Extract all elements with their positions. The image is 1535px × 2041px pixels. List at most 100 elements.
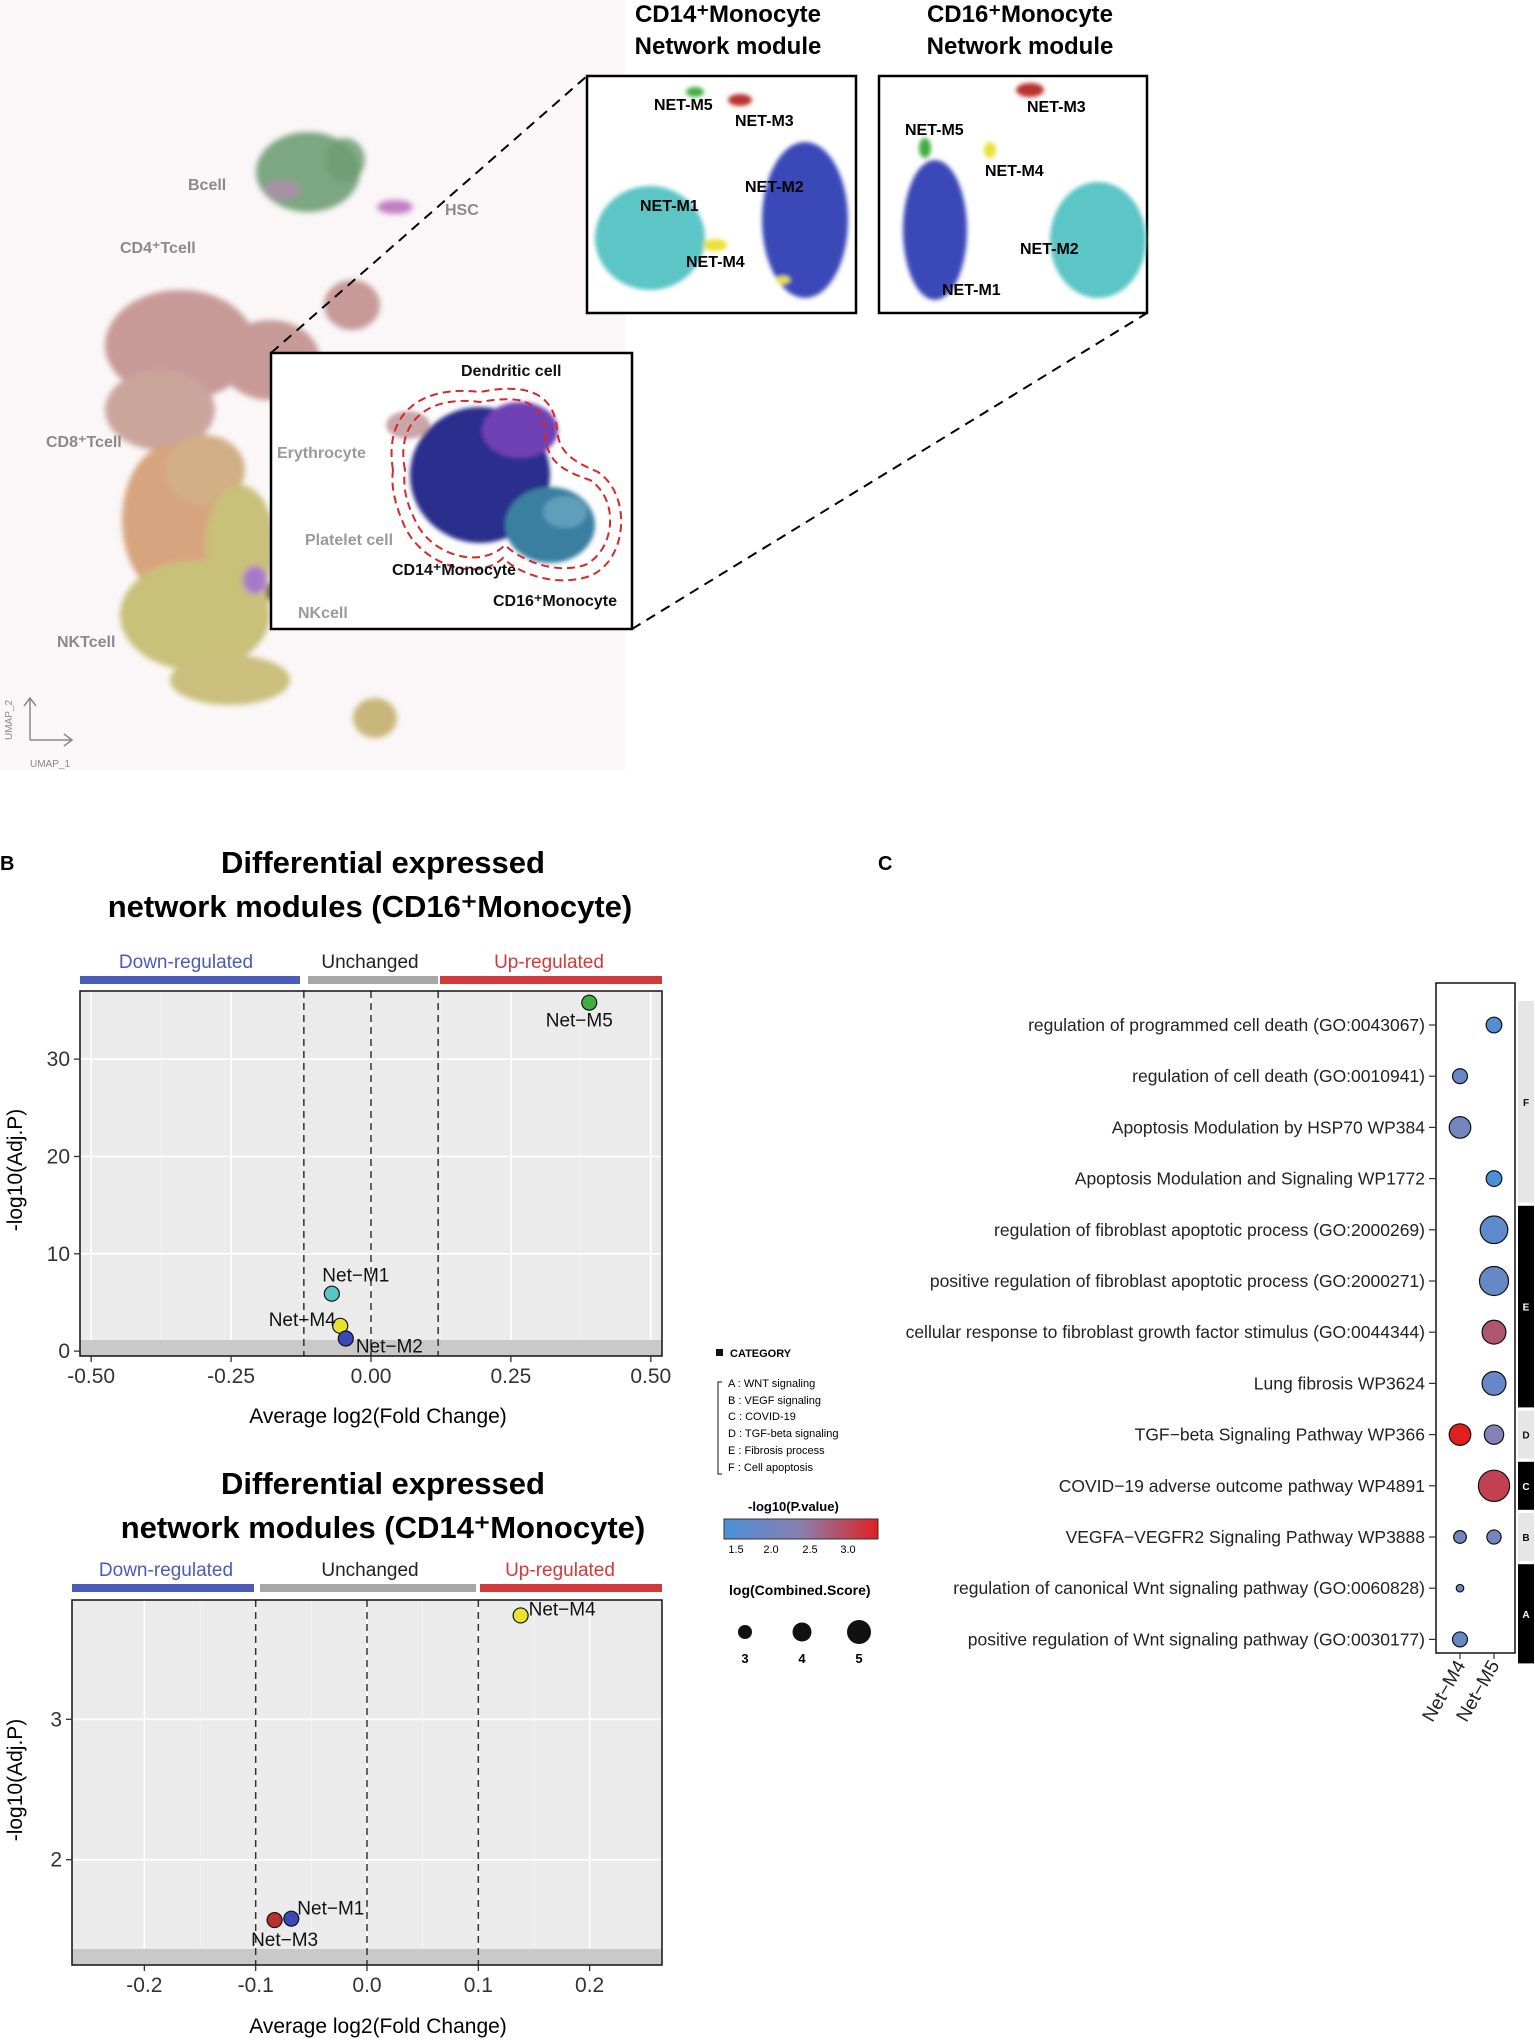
umap-axis-x-arrow [30,733,74,747]
cluster-cd16-core [543,496,587,528]
dotplot-term-3: Apoptosis Modulation and Signaling WP177… [1075,1169,1425,1189]
cd14-point-label-net-m4: Net−M4 [529,1599,596,1620]
cd16-point-net-m2 [337,1330,354,1347]
category-bar-a [1518,1564,1534,1664]
category-bar-d [1518,1410,1534,1459]
outline-inner [402,398,612,570]
label-nkt: NKTcell [57,634,115,651]
volcano-cd14-title-line1: Differential expressed [221,1466,545,1501]
volcano-cd16-ylabel: -log10(Adj.P) [4,1109,27,1232]
cd16-legend-up-bar [440,976,662,984]
cd16-net-m2-cluster [1050,182,1146,298]
cd14-point-label-net-m3: Net−M3 [251,1930,318,1951]
cd14-legend-down-bar [72,1584,254,1592]
cd14-net-m4-b [776,276,790,284]
color-tick-2-0: 2.0 [763,1544,778,1556]
volcano-cd14: Differential expressed network modules (… [4,1466,663,2038]
cluster-cd16-mono [505,487,595,563]
cd16-xtick-label-3: 0.25 [490,1365,531,1388]
dotplot-dot-3-net-m5 [1485,1170,1503,1188]
color-legend-title: -log10(P.value) [748,1499,839,1514]
dotplot-term-7: Lung fibrosis WP3624 [1254,1373,1425,1393]
inset-cd14-labels: NET-M5 NET-M3 NET-M1 NET-M2 NET-M4 [640,97,804,271]
cd14-legend-up: Up-regulated [505,1560,615,1581]
category-list: A : WNT signaling B : VEGF signaling C :… [728,1378,838,1474]
connector-bottom [631,312,1148,630]
dotplot-dot-6-net-m5 [1481,1319,1507,1345]
cluster-erythrocyte [386,411,430,439]
inset-cd16-labels: NET-M3 NET-M5 NET-M4 NET-M2 NET-M1 [905,99,1086,299]
dotplot-term-5: positive regulation of fibroblast apopto… [930,1271,1425,1291]
size-legend-dot-5 [847,1620,871,1644]
size-legend-dot-4 [792,1622,812,1642]
cd14-point-label-net-m1: Net−M1 [297,1899,364,1920]
cd14-xtick-label-0: -0.2 [126,1974,162,1997]
inset-2-title-line2: Network module [927,33,1114,60]
cd16-point-net-m5 [581,994,598,1011]
cd16-ytick-label-0: 0 [58,1340,70,1363]
dotplot-dot-11-net-m4 [1455,1583,1465,1593]
label-cd16-monocyte: CD16⁺Monocyte [493,593,617,610]
cd14-point-net-m4 [512,1607,529,1624]
cd14-legend-unchanged: Unchanged [321,1560,418,1581]
category-f: F : Cell apoptosis [728,1462,813,1474]
cd14-label-m2: NET-M2 [745,179,804,196]
cd16-point-label-net-m1: Net−M1 [322,1266,389,1287]
cd16-ytick-label-3: 30 [47,1048,70,1071]
dotplot-term-11: regulation of canonical Wnt signaling pa… [953,1578,1425,1598]
category-c: C : COVID-19 [728,1411,796,1423]
umap-clusters [105,132,413,738]
cd16-label-m3: NET-M3 [1027,99,1086,116]
category-square [716,1349,723,1356]
dotplot-term-12: positive regulation of Wnt signaling pat… [968,1629,1425,1649]
dotplot-term-9: COVID−19 adverse outcome pathway WP4891 [1059,1476,1425,1496]
cd16-point-label-net-m5: Net−M5 [546,1011,613,1032]
cluster-dendritic [482,402,558,458]
cd14-net-m4-cluster [703,239,727,251]
color-tick-1-5: 1.5 [728,1544,743,1556]
panel-label-c: C [878,853,892,875]
size-tick-3: 3 [741,1651,748,1666]
dotplot-dot-7-net-m5 [1481,1370,1507,1396]
dotplot-term-4: regulation of fibroblast apoptotic proce… [994,1220,1425,1240]
size-tick-4: 4 [798,1651,806,1666]
size-legend-dot-3 [738,1625,752,1639]
cd14-label-m1: NET-M1 [640,198,699,215]
dotplot-term-10: VEGFA−VEGFR2 Signaling Pathway WP3888 [1066,1527,1425,1547]
category-bar-label-d: D [1522,1431,1529,1442]
category-bar-e [1518,1205,1534,1408]
cluster-platelet [243,566,267,594]
volcano-cd16-title-line2: network modules (CD16⁺Monocyte) [108,889,633,924]
cd16-legend-up: Up-regulated [494,952,604,973]
dotplot-term-2: Apoptosis Modulation by HSP70 WP384 [1112,1117,1425,1137]
label-nkcell: NKcell [298,605,348,622]
cd14-net-m2-cluster [762,142,848,298]
dotplot-term-1: regulation of cell death (GO:0010941) [1132,1066,1425,1086]
cd14-legend-down: Down-regulated [99,1560,233,1581]
panel-c-legend: CATEGORY A : WNT signaling B : VEGF sign… [716,1348,879,1666]
panel-label-b: B [0,853,14,875]
cd16-point-net-m1 [323,1285,340,1302]
dotplot-dot-8-net-m4 [1448,1423,1472,1446]
umap-axis-x-label: UMAP_1 [30,759,70,770]
dotplot-dot-1-net-m4 [1451,1068,1469,1085]
zoom-connectors [270,75,1148,630]
volcano-cd14-legend: Down-regulated Unchanged Up-regulated [72,1560,662,1592]
dotplot-dot-10-net-m5 [1486,1529,1502,1545]
color-tick-2-5: 2.5 [802,1544,817,1556]
size-tick-5: 5 [855,1651,862,1666]
volcano-cd16-title-line1: Differential expressed [221,845,545,880]
cd16-net-m4-cluster [984,142,996,158]
volcano-cd14-title-line2: network modules (CD14⁺Monocyte) [121,1510,646,1545]
cd14-significance-band [72,1949,662,1965]
cd16-point-label-net-m4: Net−M4 [269,1310,336,1331]
outline-outer [390,387,623,582]
inset-1-title-line1: CD14⁺Monocyte [635,1,821,28]
volcano-cd16-xlabel: Average log2(Fold Change) [249,1405,507,1428]
category-a: A : WNT signaling [728,1378,815,1390]
label-bcell: Bcell [188,177,226,194]
cluster-hsc [377,200,413,214]
category-e: E : Fibrosis process [728,1445,825,1457]
cd16-xtick-label-0: -0.50 [67,1365,115,1388]
